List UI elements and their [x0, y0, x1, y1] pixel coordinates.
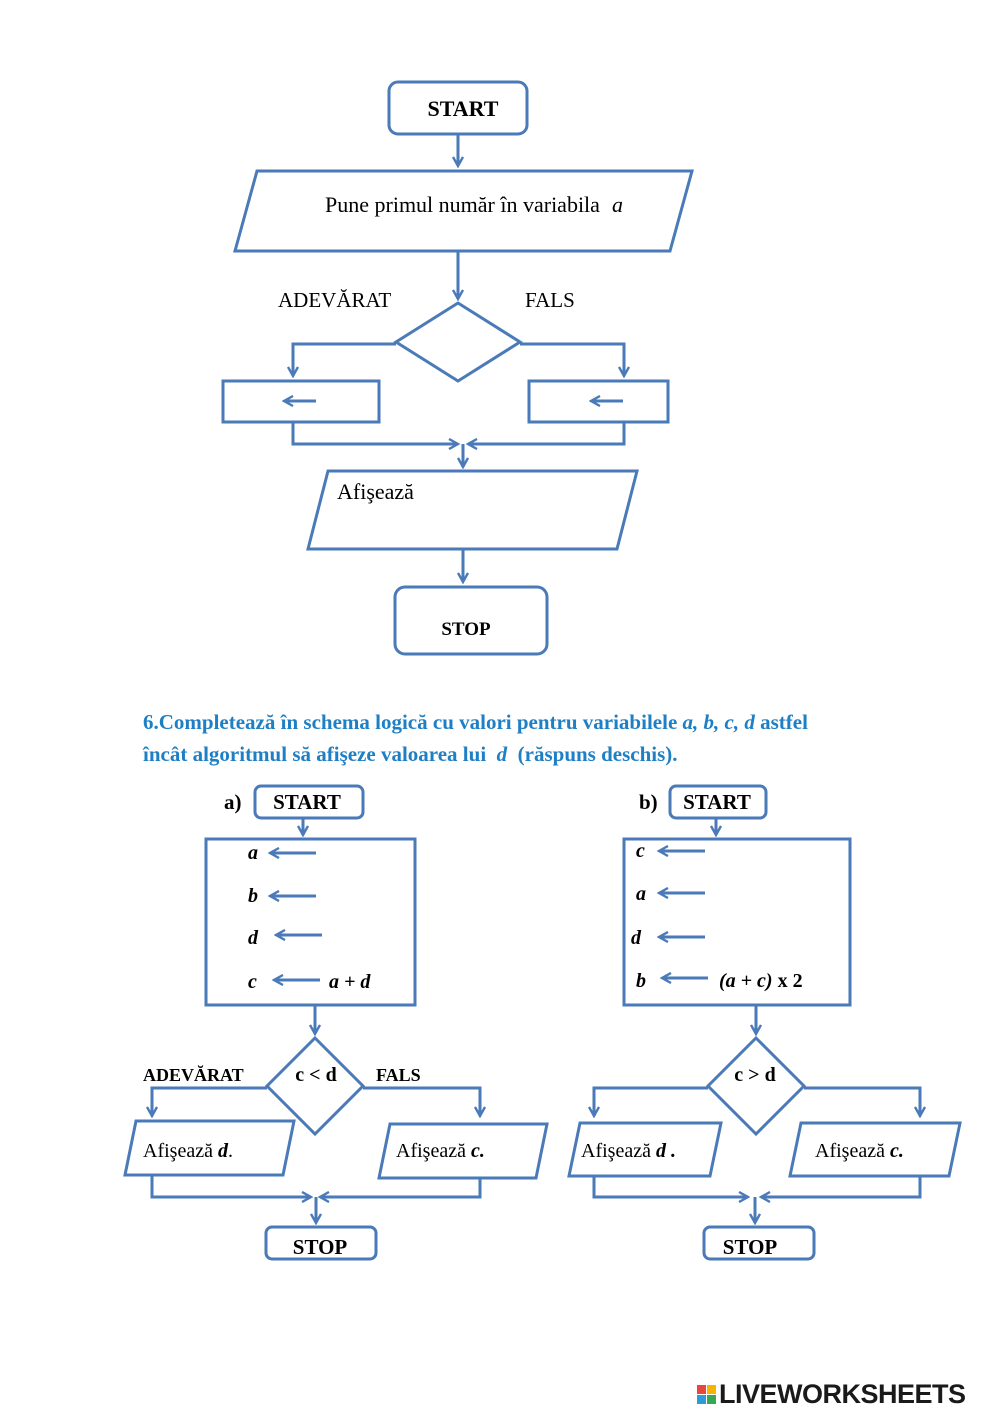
- flow-b-arrow: [761, 1176, 922, 1197]
- brand-text: LIVEWORKSHEETS: [719, 1378, 966, 1409]
- flow-a-assign-expr: a + d: [329, 971, 371, 993]
- flow-a-assign-var: a: [248, 842, 258, 864]
- flow-b-start-box: [668, 784, 768, 820]
- logo-square: [697, 1384, 706, 1394]
- flow-b-start-text: START: [683, 790, 751, 814]
- flow1-true-label: ADEVĂRAT: [278, 288, 391, 312]
- flow-a-arrow: [320, 1178, 482, 1197]
- flow-a-assign-var: d: [248, 927, 259, 949]
- flow-b-assign-var: d: [631, 927, 642, 949]
- flow-b-condition-text: c > d: [734, 1064, 775, 1086]
- flow-a-assign-var: c: [248, 971, 257, 993]
- flow-a-label: a): [224, 790, 242, 814]
- flow1-right-process-box: [527, 379, 670, 424]
- flow-b-stop-text: STOP: [723, 1235, 778, 1259]
- flow-a-arrow: [150, 1175, 311, 1197]
- flow-a-start-box: [253, 784, 365, 820]
- flow1-arrow: [468, 422, 626, 444]
- flow1-arrow: [293, 342, 396, 376]
- flow-b-assign-var: b: [636, 970, 646, 992]
- liveworksheets-logo-icon: [697, 1384, 716, 1404]
- flow-b-arrow: [594, 1086, 708, 1116]
- flow-a-output-true-parallelogram: [123, 1119, 296, 1177]
- flow-a-assign-var: b: [248, 885, 258, 907]
- flow-a-arrow: [363, 1086, 480, 1116]
- flow1-output-parallelogram: [306, 469, 639, 551]
- flow-a-output-false-parallelogram: [377, 1122, 549, 1180]
- flow-a-stop-text: STOP: [293, 1235, 348, 1259]
- flow-b-assign-expr: (a + c) x 2: [719, 970, 803, 992]
- flow-b-assign-box: [622, 837, 852, 1007]
- flow-a-arrow: [152, 1086, 267, 1116]
- instruction-line-1: 6.Completează în schema logică cu valori…: [143, 710, 808, 734]
- flow1-stop-box: [393, 585, 549, 656]
- flow-a-condition-text: c < d: [295, 1064, 336, 1086]
- logo-square: [707, 1384, 716, 1394]
- flow1-stop-text: STOP: [441, 619, 491, 640]
- flow-b-output-right-parallelogram: [788, 1121, 962, 1178]
- logo-square: [707, 1394, 716, 1404]
- flow1-false-label: FALS: [525, 288, 575, 312]
- flow-a-true-label: ADEVĂRAT: [143, 1064, 244, 1085]
- flow-b-assign-var: a: [636, 883, 646, 905]
- flow-b-stop-box: [702, 1225, 816, 1261]
- flow1-arrow: [520, 342, 624, 376]
- flow1-input-parallelogram: [233, 169, 694, 253]
- flow1-output-text: Afişează: [337, 479, 414, 504]
- flow1-arrow: [291, 422, 458, 444]
- flow-a-start-text: START: [273, 790, 341, 814]
- flow1-start-text: START: [428, 96, 499, 121]
- flow-a-assign-box: [204, 837, 417, 1007]
- instruction-line-2: încât algoritmul să afişeze valoarea lui…: [143, 742, 678, 766]
- flow-a-stop-box: [264, 1225, 378, 1261]
- flow-b-output-left-parallelogram: [567, 1121, 723, 1178]
- flow-b-label: b): [639, 790, 658, 814]
- flow-b-arrow: [592, 1176, 748, 1197]
- brand-footer: LIVEWORKSHEETS: [697, 1376, 966, 1412]
- flow-a-false-label: FALS: [376, 1065, 421, 1085]
- flow1-left-process-box: [221, 379, 381, 424]
- flow-a-decision-diamond: [264, 1035, 366, 1137]
- flow-b-decision-diamond: [705, 1035, 807, 1137]
- logo-square: [697, 1394, 706, 1404]
- flow-b-assign-var: c: [636, 840, 645, 862]
- exercise-instruction: 6.Completează în schema logică cu valori…: [143, 706, 943, 770]
- flow-b-arrow: [804, 1086, 920, 1116]
- flow1-decision-diamond: [393, 301, 523, 383]
